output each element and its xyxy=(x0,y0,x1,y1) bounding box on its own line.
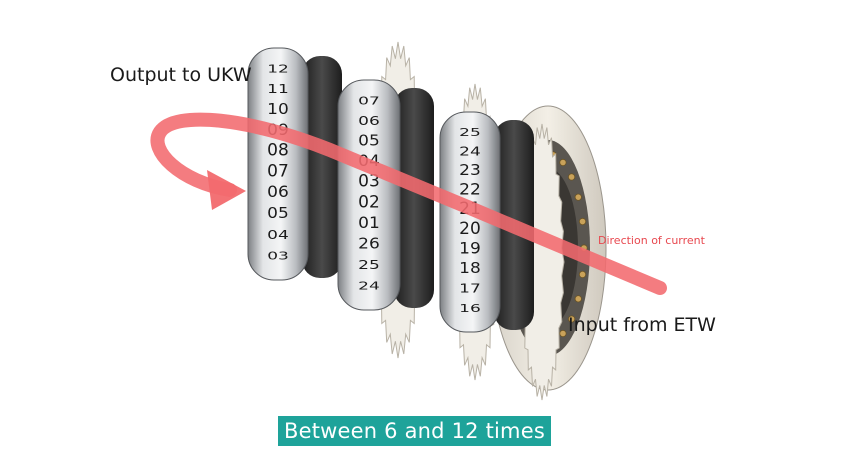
rotor-number: 12 xyxy=(267,63,289,75)
rotor-core xyxy=(394,88,434,308)
input-from-etw-label: Input from ETW xyxy=(568,314,716,336)
rotor-number: 06 xyxy=(358,113,380,128)
rotor-number: 23 xyxy=(459,161,481,179)
alphabet-ring xyxy=(337,79,401,311)
rotor-number: 03 xyxy=(267,251,289,263)
rotor-number: 17 xyxy=(459,281,481,296)
contact-pin xyxy=(574,295,582,303)
rotor-number: 04 xyxy=(267,227,289,242)
current-direction-arrow xyxy=(150,112,667,295)
output-to-ukw-label: Output to UKW xyxy=(110,64,252,86)
rotor-number: 25 xyxy=(459,127,481,139)
rotor-number: 24 xyxy=(459,144,481,159)
rotor-number: 10 xyxy=(267,100,289,118)
rotor-number: 19 xyxy=(459,239,481,258)
rotor-number: 22 xyxy=(459,180,481,199)
caption-banner: Between 6 and 12 times xyxy=(278,416,551,446)
contact-pin xyxy=(574,193,582,201)
contact-pin xyxy=(559,158,567,167)
rotor-number: 07 xyxy=(267,160,289,180)
contact-pin xyxy=(578,270,587,279)
rotor-number: 01 xyxy=(358,213,380,232)
rotor-bodies: 1211100908070605040307060504030201262524… xyxy=(247,47,534,333)
contact-pin xyxy=(567,315,576,323)
rotor-number: 07 xyxy=(358,95,380,107)
rotor-number: 06 xyxy=(267,183,289,202)
rotor-number: 05 xyxy=(267,204,289,222)
rotor-number: 02 xyxy=(358,191,380,211)
rotor-number: 25 xyxy=(358,257,380,272)
rotor-number: 20 xyxy=(459,218,481,238)
rotor-number: 16 xyxy=(459,303,481,315)
rotor-number: 18 xyxy=(459,259,481,277)
rotor-number: 11 xyxy=(267,81,289,96)
rotor-number: 05 xyxy=(358,132,380,150)
rotor-number: 24 xyxy=(358,281,380,293)
rotor-core xyxy=(302,56,342,278)
rotor-number: 26 xyxy=(358,235,380,253)
rotor-number: 08 xyxy=(267,140,289,160)
direction-of-current-label: Direction of current xyxy=(598,234,705,247)
contact-pin xyxy=(567,173,576,181)
alphabet-ring xyxy=(247,47,309,281)
contact-pin xyxy=(578,217,587,226)
contact-pin xyxy=(559,329,567,338)
